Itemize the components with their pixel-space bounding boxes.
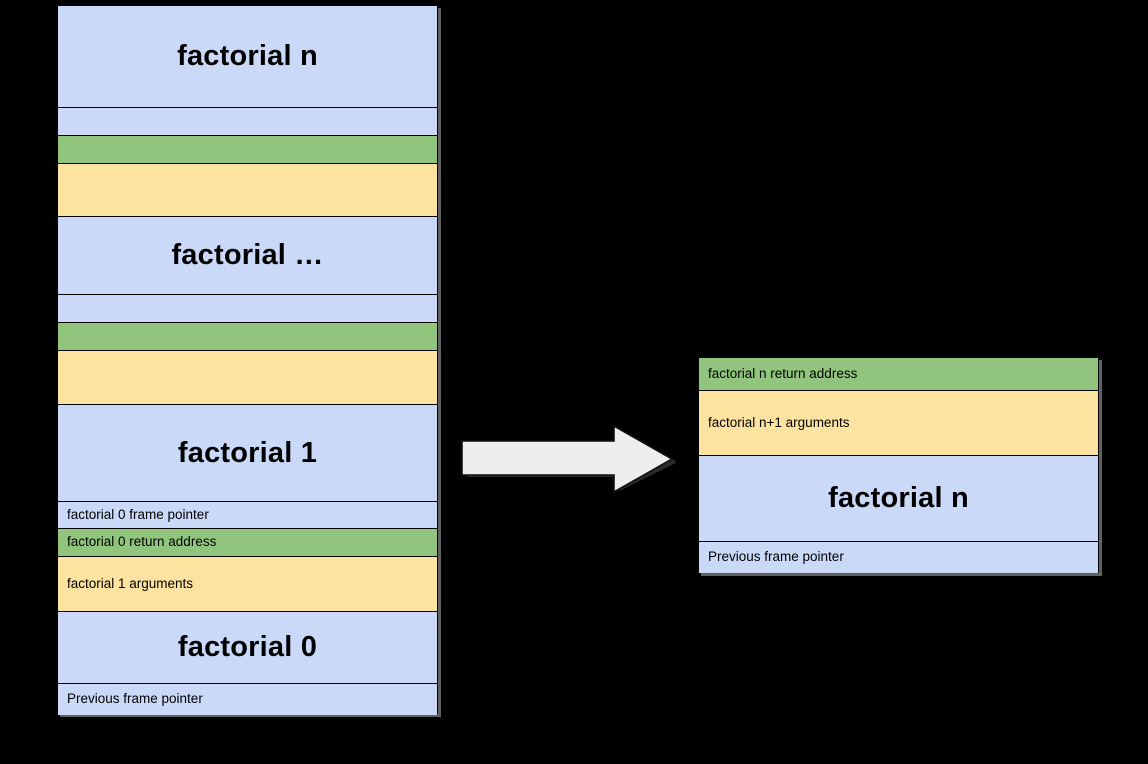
slot-label: Previous frame pointer: [708, 549, 844, 565]
slot-label: factorial 0 frame pointer: [67, 506, 209, 522]
stack-slot-row: [58, 164, 437, 217]
stack-frame-row: factorial …: [58, 217, 437, 295]
frame-label: factorial 1: [177, 436, 318, 469]
stack-slot-row: [58, 351, 437, 405]
recursive-call-stack: factorial n factorial … factorial 1 factori…: [57, 5, 438, 715]
stack-slot-row: [58, 136, 437, 164]
frame-label: factorial n: [177, 40, 318, 72]
stack-slot-row: [58, 295, 437, 323]
block-arrow-right-icon: [460, 423, 678, 495]
stack-slot-row: factorial 0 frame pointer: [58, 502, 437, 529]
slot-label: factorial 1 arguments: [67, 575, 194, 591]
stack-frame-row: factorial 0: [58, 612, 437, 684]
slot-label: factorial n+1 arguments: [708, 414, 850, 430]
stack-frame-row: factorial 1: [58, 405, 437, 502]
frame-label: factorial n: [828, 482, 969, 514]
stack-frame-row: factorial n: [699, 456, 1098, 542]
stack-slot-row: Previous frame pointer: [699, 542, 1098, 573]
slot-label: factorial n return address: [708, 365, 858, 381]
stack-slot-row: [58, 323, 437, 351]
stack-slot-row: factorial n+1 arguments: [699, 391, 1098, 456]
slot-label: Previous frame pointer: [67, 691, 203, 707]
stack-slot-row: factorial n return address: [699, 358, 1098, 391]
frame-label: factorial 0: [177, 631, 318, 663]
slot-label: factorial 0 return address: [67, 534, 217, 550]
frame-label: factorial …: [171, 239, 324, 271]
stack-slot-row: factorial 1 arguments: [58, 557, 437, 612]
stack-slot-row: Previous frame pointer: [58, 684, 437, 715]
stack-frame-row: factorial n: [58, 6, 437, 108]
single-frame-detail: factorial n return address factorial n+1 …: [698, 357, 1099, 573]
stack-slot-row: factorial 0 return address: [58, 529, 437, 557]
stack-slot-row: [58, 108, 437, 136]
